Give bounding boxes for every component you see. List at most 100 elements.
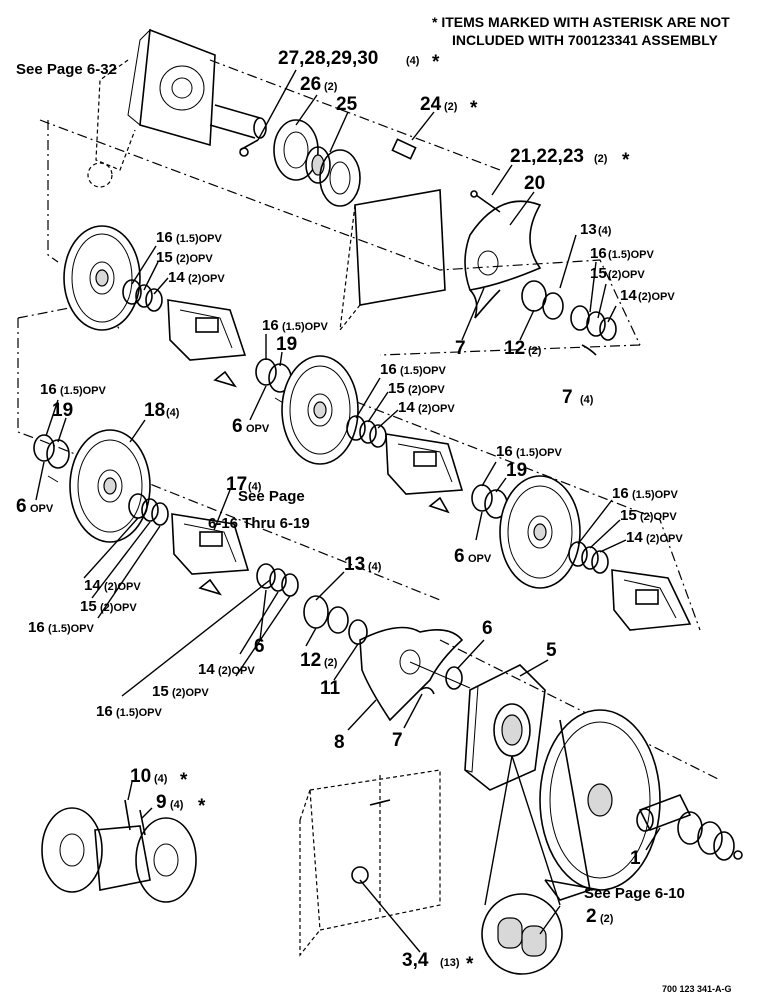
callout-16-mid: 16	[262, 317, 279, 334]
callout-14-lower-qty: (2)OPV	[104, 581, 141, 593]
callout-6-left-qty: OPV	[30, 503, 54, 515]
knotter-row2-right	[611, 569, 692, 631]
ref-page-6-32: See Page 6-32	[16, 61, 117, 78]
callout-15-right: 15	[620, 507, 637, 524]
callout-16-top-right-qty: (1.5)OPV	[608, 249, 655, 261]
callout-2: 2	[586, 906, 597, 927]
callout-14-bottom-qty: (2)OPV	[218, 665, 255, 677]
inset-assembly	[41, 799, 197, 903]
alignment-line	[299, 379, 701, 631]
callout-16-row1-qty: (1.5)OPV	[176, 233, 223, 245]
callout-3-4-qty: (13)	[440, 957, 460, 969]
callout-6-bottom: 6	[254, 636, 265, 657]
callout-17: 17	[226, 474, 247, 495]
callout-10-qty: (4)	[154, 773, 168, 785]
callout-16-bottom: 16	[96, 703, 113, 720]
callout-6-row2-qty: OPV	[468, 553, 492, 565]
asterisk-note-line1: * ITEMS MARKED WITH ASTERISK ARE NOT	[432, 14, 730, 30]
callout-16-mid-qty: (1.5)OPV	[282, 321, 329, 333]
alignment-line	[439, 639, 721, 781]
drawing-number: 700 123 341-A-G	[662, 984, 732, 994]
callout-24-mark: *	[470, 98, 478, 119]
callout-2-qty: (2)	[600, 913, 614, 925]
callout-7-bottom: 7	[392, 730, 403, 751]
callout-6-mid-qty: OPV	[246, 423, 270, 435]
leader-lines	[35, 69, 661, 953]
callout-20: 20	[524, 173, 545, 194]
bearing-plate-5	[464, 664, 546, 791]
callout-25: 25	[336, 94, 358, 115]
callout-6-row2: 6	[454, 546, 465, 567]
callout-16-right: 16	[612, 485, 629, 502]
callout-14-lower: 14	[84, 577, 101, 594]
callout-7-right: 7	[562, 387, 573, 408]
callout-14-top-right: 14	[620, 287, 637, 304]
callout-14-bottom: 14	[198, 661, 215, 678]
callout-27-30-mark: *	[432, 52, 440, 73]
callout-14-row1r-qty: (2)OPV	[418, 403, 455, 415]
callout-26-qty: (2)	[324, 81, 338, 93]
callout-16-row1r-qty: (1.5)OPV	[400, 365, 447, 377]
callout-14-row1r: 14	[398, 399, 415, 416]
callout-21-23-qty: (2)	[594, 153, 608, 165]
callout-13-bottom-qty: (4)	[368, 561, 382, 573]
callout-21-23-mark: *	[622, 150, 630, 171]
callout-11: 11	[320, 678, 341, 699]
callout-12-top-qty: (2)	[528, 345, 542, 357]
callout-9-qty: (4)	[170, 799, 184, 811]
alignment-line	[17, 318, 35, 439]
callout-5: 5	[546, 640, 557, 661]
sprocket-disc-row2-right	[499, 475, 609, 589]
callout-12-top: 12	[504, 338, 525, 359]
pin-24	[391, 138, 417, 160]
callout-15-row1r-qty: (2)OPV	[408, 384, 445, 396]
shaft-1	[636, 793, 743, 861]
washer-6-bottom	[445, 666, 463, 690]
callout-15-bottom: 15	[152, 683, 169, 700]
callout-10-mark: *	[180, 770, 188, 791]
callout-17-qty: (4)	[248, 481, 262, 493]
callout-16-lower: 16	[28, 619, 45, 636]
callout-19-mid: 19	[276, 334, 297, 355]
callout-14-row1: 14	[168, 269, 185, 286]
callout-7-right-qty: (4)	[580, 394, 594, 406]
callout-15-row1: 15	[156, 249, 173, 266]
ref-page-6-16-range: 6-16 Thru 6-19	[208, 515, 310, 532]
alignment-line	[39, 439, 441, 601]
drive-sprocket	[539, 709, 661, 901]
knotter-row2	[171, 513, 250, 596]
alignment-line	[209, 59, 501, 171]
callout-15-row1r: 15	[388, 380, 405, 397]
callout-12-bottom-qty: (2)	[324, 657, 338, 669]
callout-3-4-mark: *	[466, 954, 474, 975]
callout-18: 18	[144, 400, 165, 421]
callout-6-lower-right: 6	[482, 618, 493, 639]
callout-15-right-qty: (2)OPV	[640, 511, 677, 523]
lower-frame	[299, 769, 441, 957]
callout-15-lower-qty: (2)OPV	[100, 602, 137, 614]
callout-13-bottom: 13	[344, 554, 365, 575]
alignment-line	[379, 344, 641, 356]
callout-15-lower: 15	[80, 598, 97, 615]
callout-14-right-qty: (2)OPV	[646, 533, 683, 545]
washer-set-row2-left	[33, 434, 70, 483]
alignment-line	[47, 120, 59, 263]
callout-3-4: 3,4	[402, 950, 429, 971]
callout-16-row2: 16	[496, 443, 513, 460]
callout-9: 9	[156, 792, 167, 813]
callout-16-lower-qty: (1.5)OPV	[48, 623, 95, 635]
sprocket-disc-row2-left	[69, 429, 169, 543]
callout-21-23: 21,22,23	[510, 146, 584, 167]
washer-7-bottom	[419, 686, 435, 695]
ref-page-6-16: See Page	[238, 488, 305, 505]
callout-1: 1	[630, 848, 641, 869]
asterisk-note-line2: INCLUDED WITH 700123341 ASSEMBLY	[452, 32, 718, 48]
callout-12-bottom: 12	[300, 650, 321, 671]
callout-16-row1r: 16	[380, 361, 397, 378]
center-frame	[339, 189, 446, 333]
callout-8: 8	[334, 732, 345, 753]
callout-labels: 27,28,29,30 (4) * 26 (2) 25 24 (2) * 21,…	[16, 48, 683, 975]
housing-plate	[87, 28, 267, 188]
arm-20	[464, 200, 542, 319]
